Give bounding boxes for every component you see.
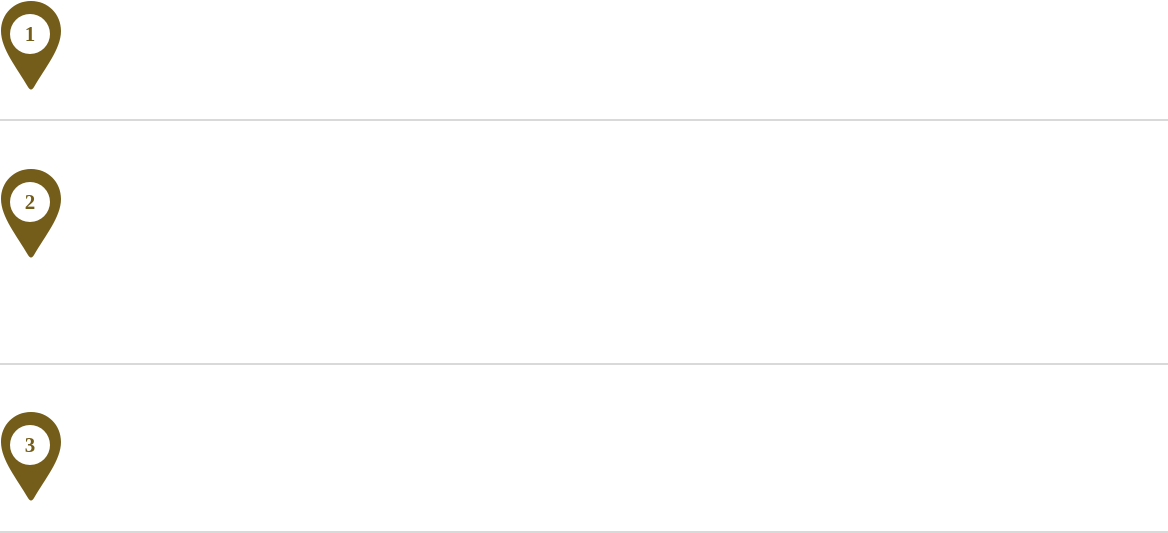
marker-row: 1 xyxy=(0,0,1168,121)
map-pin-icon[interactable]: 3 xyxy=(0,411,62,503)
map-pin-shape xyxy=(1,169,61,258)
marker-row: 2 xyxy=(0,121,1168,365)
marker-row: 3 xyxy=(0,365,1168,533)
map-pin-shape xyxy=(1,1,61,90)
map-pin-icon[interactable]: 2 xyxy=(0,168,62,260)
map-pin-icon[interactable]: 1 xyxy=(0,0,62,92)
map-pin-shape xyxy=(1,412,61,501)
